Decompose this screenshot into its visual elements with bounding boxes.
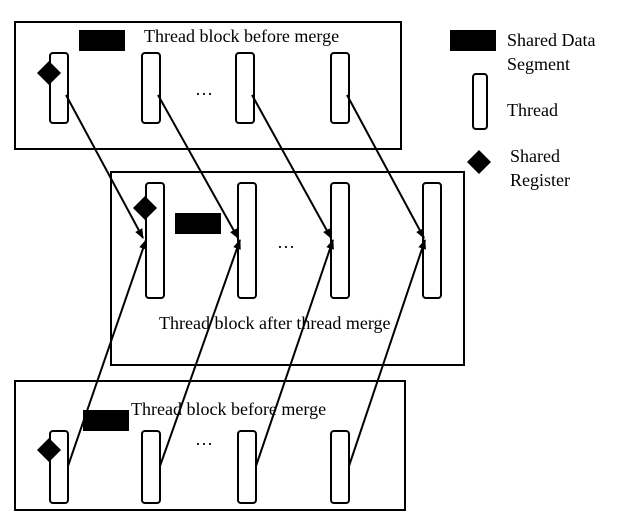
top-thread-1	[49, 52, 69, 124]
middle-shared-data-segment	[175, 213, 221, 234]
middle-ellipsis: …	[277, 232, 295, 252]
top-thread-block: Thread block before merge …	[14, 21, 402, 150]
bottom-thread-2	[141, 430, 161, 504]
middle-block-title: Thread block after thread merge	[159, 313, 391, 333]
legend-shared-register-swatch	[467, 150, 491, 174]
top-shared-data-segment	[79, 30, 125, 51]
top-arrow-4	[346, 94, 425, 239]
bottom-thread-4	[330, 430, 350, 504]
legend-thread-label: Thread	[507, 100, 558, 120]
bottom-block-title: Thread block before merge	[131, 399, 326, 419]
top-block-title: Thread block before merge	[144, 26, 339, 46]
bottom-arrow-3	[255, 239, 334, 467]
legend-shared-data-segment-label-line2: Segment	[507, 54, 570, 74]
top-ellipsis: …	[195, 79, 213, 99]
legend-shared-data-segment-swatch	[450, 30, 496, 51]
top-arrow-3	[251, 94, 332, 239]
legend-shared-data-segment-label-line1: Shared Data	[507, 30, 595, 50]
bottom-arrow-2	[159, 239, 241, 467]
top-shared-register	[37, 61, 61, 85]
bottom-arrow-4	[348, 239, 426, 467]
bottom-merge-arrows	[67, 239, 426, 467]
bottom-block-frame	[14, 380, 406, 511]
top-thread-3	[235, 52, 255, 124]
bottom-thread-block: Thread block before merge …	[14, 380, 406, 511]
legend: Shared Data Segment Thread Shared Regist…	[450, 30, 595, 190]
bottom-arrow-1	[67, 239, 147, 467]
legend-shared-register-label-line1: Shared	[510, 146, 560, 166]
legend-thread-swatch	[472, 73, 488, 130]
legend-shared-register-label-line2: Register	[510, 170, 570, 190]
bottom-shared-data-segment	[83, 410, 129, 431]
top-arrow-2	[157, 94, 239, 239]
bottom-thread-3	[237, 430, 257, 504]
top-merge-arrows	[65, 94, 425, 239]
top-thread-4	[330, 52, 350, 124]
bottom-shared-register	[37, 438, 61, 462]
middle-shared-register	[133, 196, 157, 220]
top-block-frame	[14, 21, 402, 150]
middle-block-frame	[110, 171, 465, 366]
top-thread-2	[141, 52, 161, 124]
top-arrow-1	[65, 94, 144, 239]
bottom-ellipsis: …	[195, 429, 213, 449]
middle-thread-block: … Thread block after thread merge	[110, 171, 465, 366]
